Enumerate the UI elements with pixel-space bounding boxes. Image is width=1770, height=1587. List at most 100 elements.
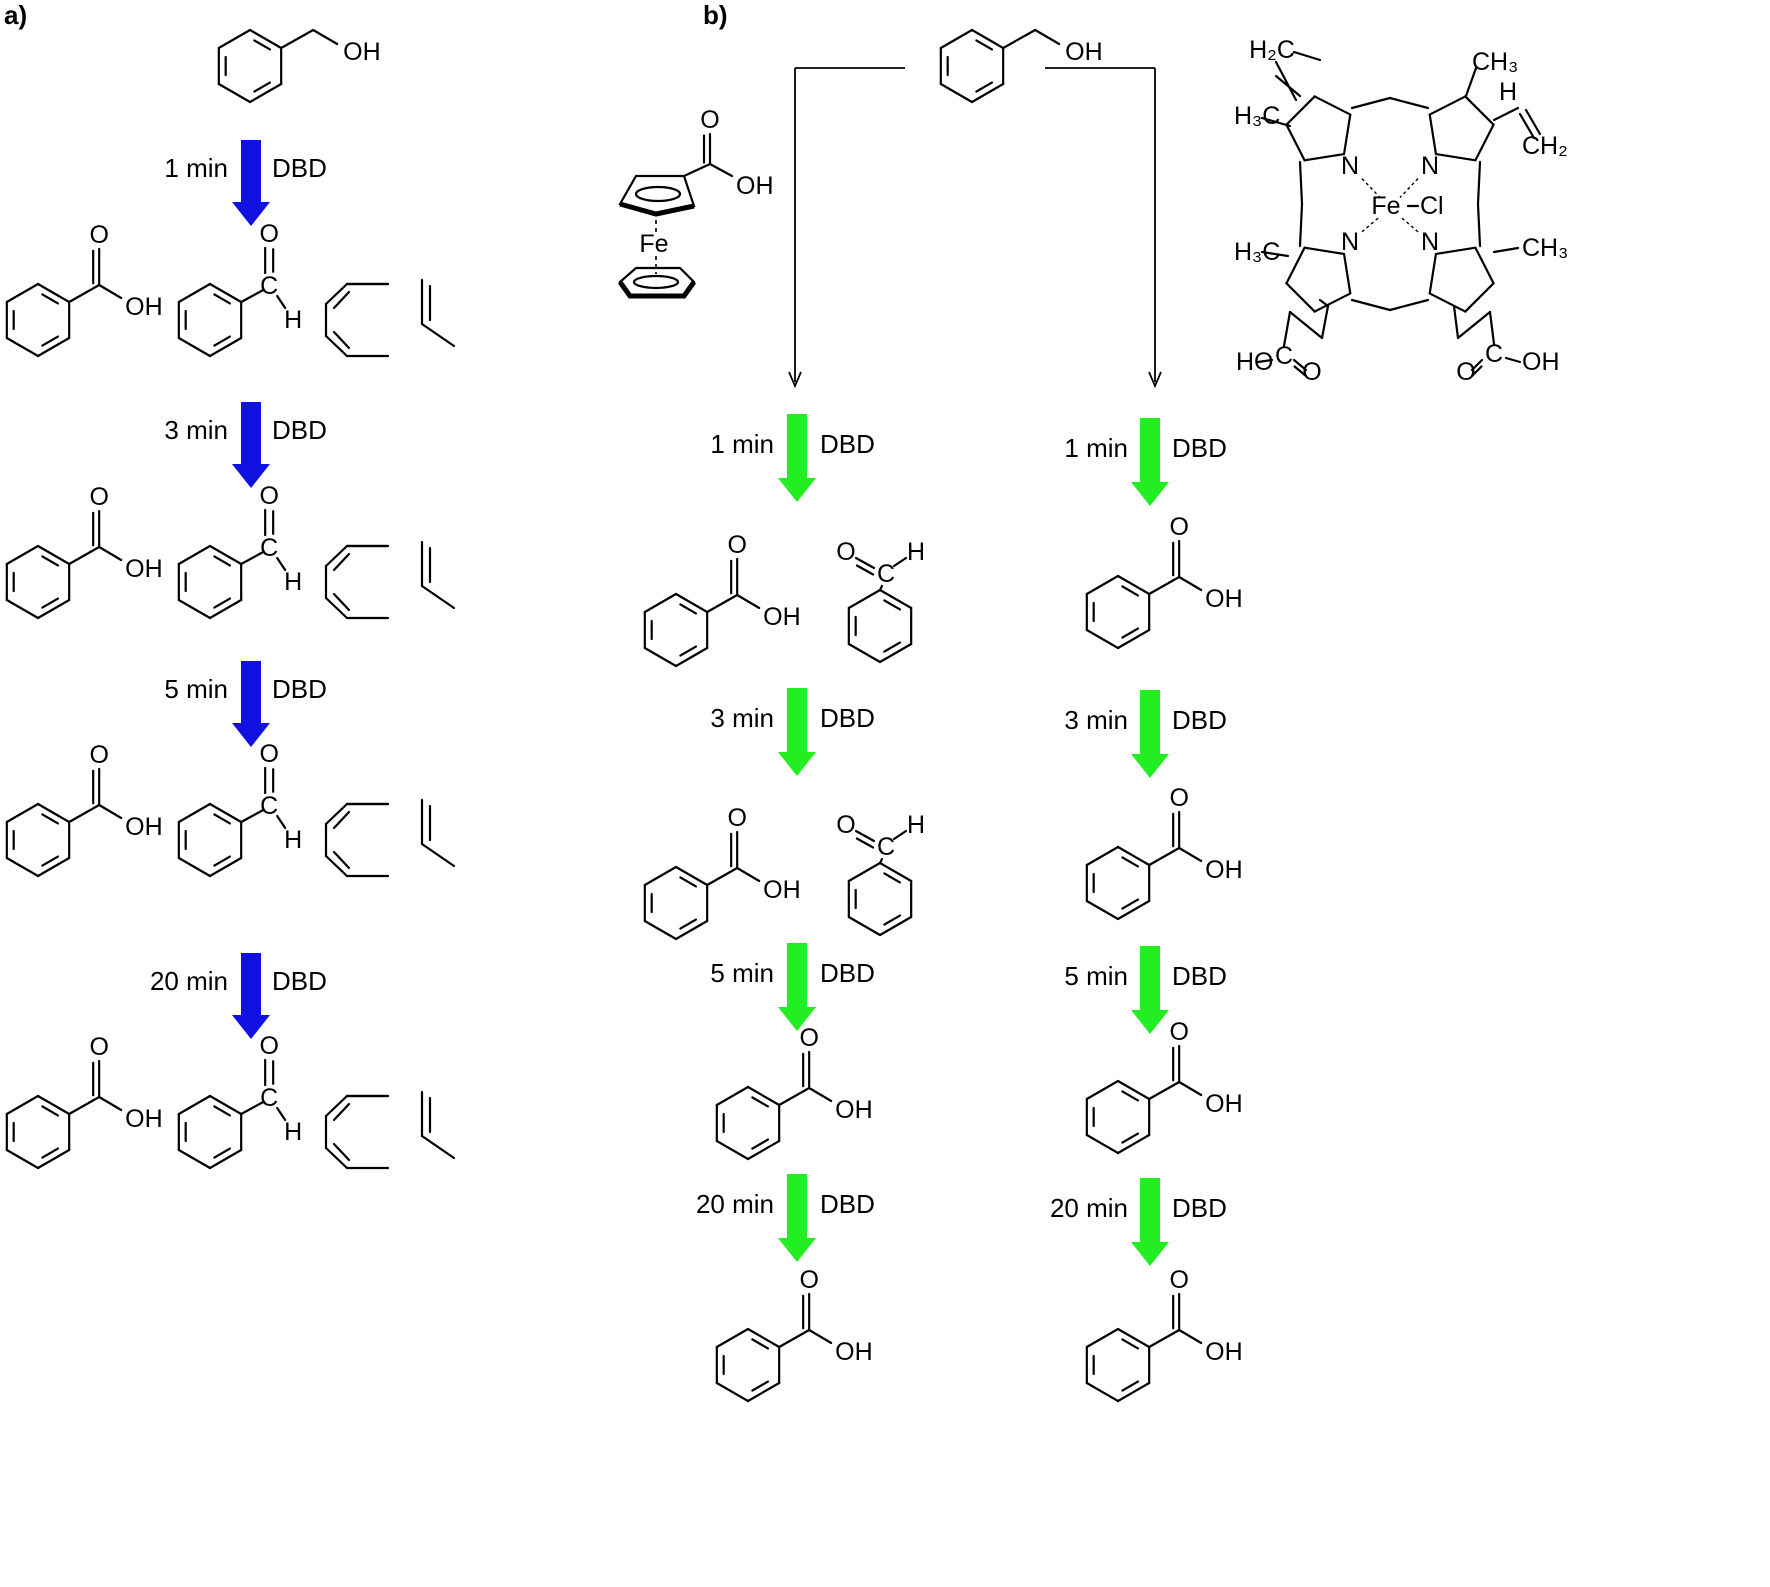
benzoic-acid: O OH (5, 741, 163, 878)
benzoic-acid: O OH (1085, 1018, 1243, 1155)
reaction-time-label: 1 min (710, 429, 774, 459)
benzyl-alcohol: OH (939, 28, 1103, 104)
panel-a-step-labels: 3 min DBD (164, 415, 326, 445)
aldehyde-oxygen-label: O (836, 811, 855, 839)
carbonyl-oxygen-label: O (799, 1266, 818, 1294)
reaction-method-label: DBD (272, 966, 327, 996)
branch-connector (788, 67, 1162, 389)
cyclohexadiene (324, 802, 390, 878)
reaction-time-label: 1 min (1064, 433, 1128, 463)
benzaldehyde: COH (177, 1032, 302, 1170)
carbonyl-oxygen-label: O (1169, 1018, 1188, 1046)
benzoic-acid: O OH (715, 1266, 873, 1403)
acid-hydroxyl-label: OH (125, 813, 162, 841)
carbon-label: C (877, 560, 895, 588)
carbonyl-oxygen-label: O (1302, 358, 1321, 386)
reaction-method-label: DBD (820, 958, 875, 988)
carbonyl-oxygen-label: O (727, 804, 746, 832)
alkene (420, 540, 456, 610)
benzoic-acid: OOH (1085, 784, 1243, 921)
benzoic-acid: OOH (643, 804, 801, 941)
reaction-time-label: 3 min (164, 415, 228, 445)
panel-b-right-arrow (1131, 690, 1169, 778)
reaction-time-label: 3 min (710, 703, 774, 733)
reaction-method-label: DBD (1172, 1193, 1227, 1223)
chloride-label: Cl (1420, 192, 1444, 220)
acid-hydroxyl-label: OH (125, 555, 162, 583)
panel-b-right-step-labels: 20 min DBD (1050, 1193, 1227, 1223)
cyclohexadiene (324, 544, 390, 620)
carbonyl-oxygen-label: O (89, 1033, 108, 1061)
carbonyl-oxygen-label: O (89, 741, 108, 769)
aldehyde-hydrogen-label: H (284, 568, 302, 596)
acid-hydroxyl-label: OH (1205, 585, 1243, 613)
aldehyde-hydrogen-label: H (284, 1118, 302, 1146)
acid-hydroxyl-label: OH (1522, 348, 1560, 376)
acid-hydroxyl-label: HO (1236, 348, 1274, 376)
carbon-label: C (260, 792, 278, 820)
methyl-label: CH₃ (1522, 234, 1568, 262)
benzoic-acid: O OH (5, 1033, 163, 1170)
benzaldehyde: COH (177, 220, 302, 358)
aldehyde-oxygen-label: O (259, 482, 278, 510)
reaction-time-label: 20 min (150, 966, 228, 996)
alkene (420, 798, 456, 868)
carbonyl-oxygen-label: O (727, 531, 746, 559)
panel-b-right-arrow (1131, 1178, 1169, 1266)
panel-b-left-step-labels: 5 min DBD (710, 958, 874, 988)
panel-a-label: a) (4, 0, 27, 30)
alkene (420, 278, 456, 348)
acid-hydroxyl-label: OH (125, 293, 162, 321)
carbon-label: C (1485, 340, 1503, 368)
panel-b-left-arrow (778, 688, 816, 776)
carbonyl-oxygen-label: O (700, 106, 719, 134)
nitrogen-label: N (1421, 152, 1439, 180)
methyl-label: H₃C (1234, 238, 1280, 266)
benzoic-acid: O OH (715, 1024, 873, 1161)
acid-hydroxyl-label: OH (835, 1096, 873, 1124)
reaction-time-label: 20 min (696, 1189, 774, 1219)
carbonyl-oxygen-label: O (1169, 513, 1188, 541)
reaction-method-label: DBD (272, 415, 327, 445)
nitrogen-label: N (1341, 228, 1359, 256)
panel-a-arrow (232, 953, 270, 1039)
aldehyde-oxygen-label: O (259, 1032, 278, 1060)
aldehyde-hydrogen-label: H (284, 826, 302, 854)
carbonyl-oxygen-label: O (89, 221, 108, 249)
reaction-time-label: 1 min (164, 153, 228, 183)
vinyl-ch2-label: H₂C (1249, 36, 1295, 64)
acid-hydroxyl-label: OH (125, 1105, 162, 1133)
panel-b-left-arrow (778, 414, 816, 502)
nitrogen-label: N (1421, 228, 1439, 256)
cyclohexadiene (324, 282, 390, 358)
nitrogen-label: N (1341, 152, 1359, 180)
acid-hydroxyl-label: OH (835, 1338, 873, 1366)
acid-hydroxyl-label: OH (736, 172, 774, 200)
panel-b-right-arrow (1131, 946, 1169, 1034)
reaction-time-label: 20 min (1050, 1193, 1128, 1223)
carbonyl-oxygen-label: O (799, 1024, 818, 1052)
reaction-method-label: DBD (272, 153, 327, 183)
reaction-time-label: 5 min (710, 958, 774, 988)
iron-label: Fe (1371, 192, 1400, 220)
panel-b-right-arrow (1131, 418, 1169, 506)
panel-b-left-arrow (778, 1174, 816, 1262)
acid-hydroxyl-label: OH (1205, 1338, 1243, 1366)
methyl-label: CH₃ (1472, 48, 1518, 76)
acid-hydroxyl-label: OH (1205, 1090, 1243, 1118)
reaction-method-label: DBD (820, 1189, 875, 1219)
benzoic-acid: OOH (5, 483, 163, 620)
alkene (420, 1090, 456, 1160)
reaction-time-label: 5 min (164, 674, 228, 704)
carbonyl-oxygen-label: O (1169, 784, 1188, 812)
